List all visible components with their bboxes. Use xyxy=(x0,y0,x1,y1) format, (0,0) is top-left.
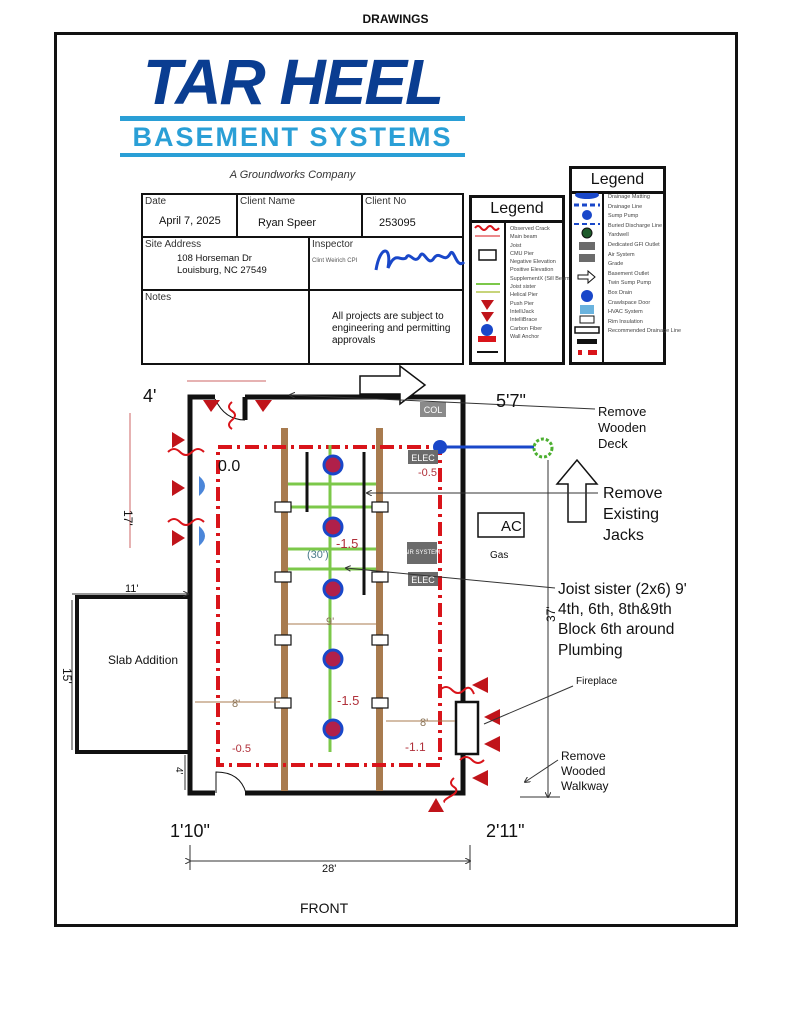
legend-item: Carbon Fiber xyxy=(510,325,543,332)
company-logo: TAR HEEL BASEMENT SYSTEMS A Groundworks … xyxy=(120,46,465,181)
inspector-signature xyxy=(374,249,466,271)
disclaimer-cell: All projects are subject to engineering … xyxy=(308,289,464,365)
legend-item: Helical Pier xyxy=(510,292,538,299)
drawing-frame xyxy=(54,32,738,927)
logo-tagline: A Groundworks Company xyxy=(229,169,356,181)
legend-item: Box Drain xyxy=(608,289,633,296)
legend-symbols-2 xyxy=(574,193,600,355)
client-name-label: Client Name xyxy=(240,196,296,207)
logo-title: TAR HEEL xyxy=(142,46,444,118)
legend-item: Push Pier xyxy=(510,300,534,307)
client-no-value: 253095 xyxy=(379,217,416,229)
inspector-name: Clint Weirich CPI xyxy=(312,258,358,264)
legend-item: IntelliJack xyxy=(510,308,535,315)
legend-symbols xyxy=(474,225,500,353)
legend-item: Yardwell xyxy=(608,232,629,239)
inspector-label: Inspector xyxy=(312,239,354,250)
legend-item: Basement Outlet xyxy=(608,270,649,277)
legend-item: Recommended Drainage Line xyxy=(608,328,682,335)
date-value: April 7, 2025 xyxy=(159,215,221,227)
notes-label: Notes xyxy=(145,292,172,303)
legend-item: Dedicated GFI Outlet xyxy=(608,241,660,248)
disclaimer-text: All projects are subject to engineering … xyxy=(332,311,451,346)
client-no-label: Client No xyxy=(365,196,407,207)
legend-item: Grade xyxy=(608,261,624,268)
address-line1: 108 Horseman Dr xyxy=(177,253,252,264)
legend-item: Drainage Line xyxy=(608,203,643,210)
legend-item: Joist sister xyxy=(510,284,536,291)
legend-item: Negative Elevation xyxy=(510,259,556,266)
legend-item: SupplementX (Sill Beam) xyxy=(510,275,572,282)
legend-item: Drainage Matting xyxy=(608,194,650,200)
legend-title: Legend xyxy=(472,198,562,223)
legend-item: Positive Elevation xyxy=(510,267,554,274)
notes-cell: Notes xyxy=(141,289,310,365)
legend-item: Buried Discharge Line xyxy=(608,222,663,229)
legend-item: IntelliBrace xyxy=(510,317,538,324)
legend-item: Sump Pump xyxy=(608,213,639,220)
legend-item: Twin Sump Pump xyxy=(608,280,652,287)
legend-item: Crawlspace Door xyxy=(608,299,651,306)
date-label: Date xyxy=(145,196,167,207)
legend-item: Observed Crack xyxy=(510,226,550,232)
logo-subtitle: BASEMENT SYSTEMS xyxy=(132,122,453,152)
legend-item: Rim Insulation xyxy=(608,318,643,325)
site-address-label: Site Address xyxy=(145,239,202,250)
legend-item: HVAC System xyxy=(608,309,643,316)
legend-item: Wall Anchor xyxy=(510,333,540,340)
client-no-cell: Client No 253095 xyxy=(361,193,464,238)
address-line2: Louisburg, NC 27549 xyxy=(177,265,267,276)
page-title: DRAWINGS xyxy=(362,12,429,26)
legend-item: Joist xyxy=(510,242,522,249)
legend-item: CMU Pier xyxy=(510,250,534,257)
client-name-value: Ryan Speer xyxy=(258,217,317,229)
legend-item: Air System xyxy=(608,251,635,258)
legend-title-2: Legend xyxy=(572,169,663,194)
legend-item: Main beam xyxy=(510,234,538,241)
